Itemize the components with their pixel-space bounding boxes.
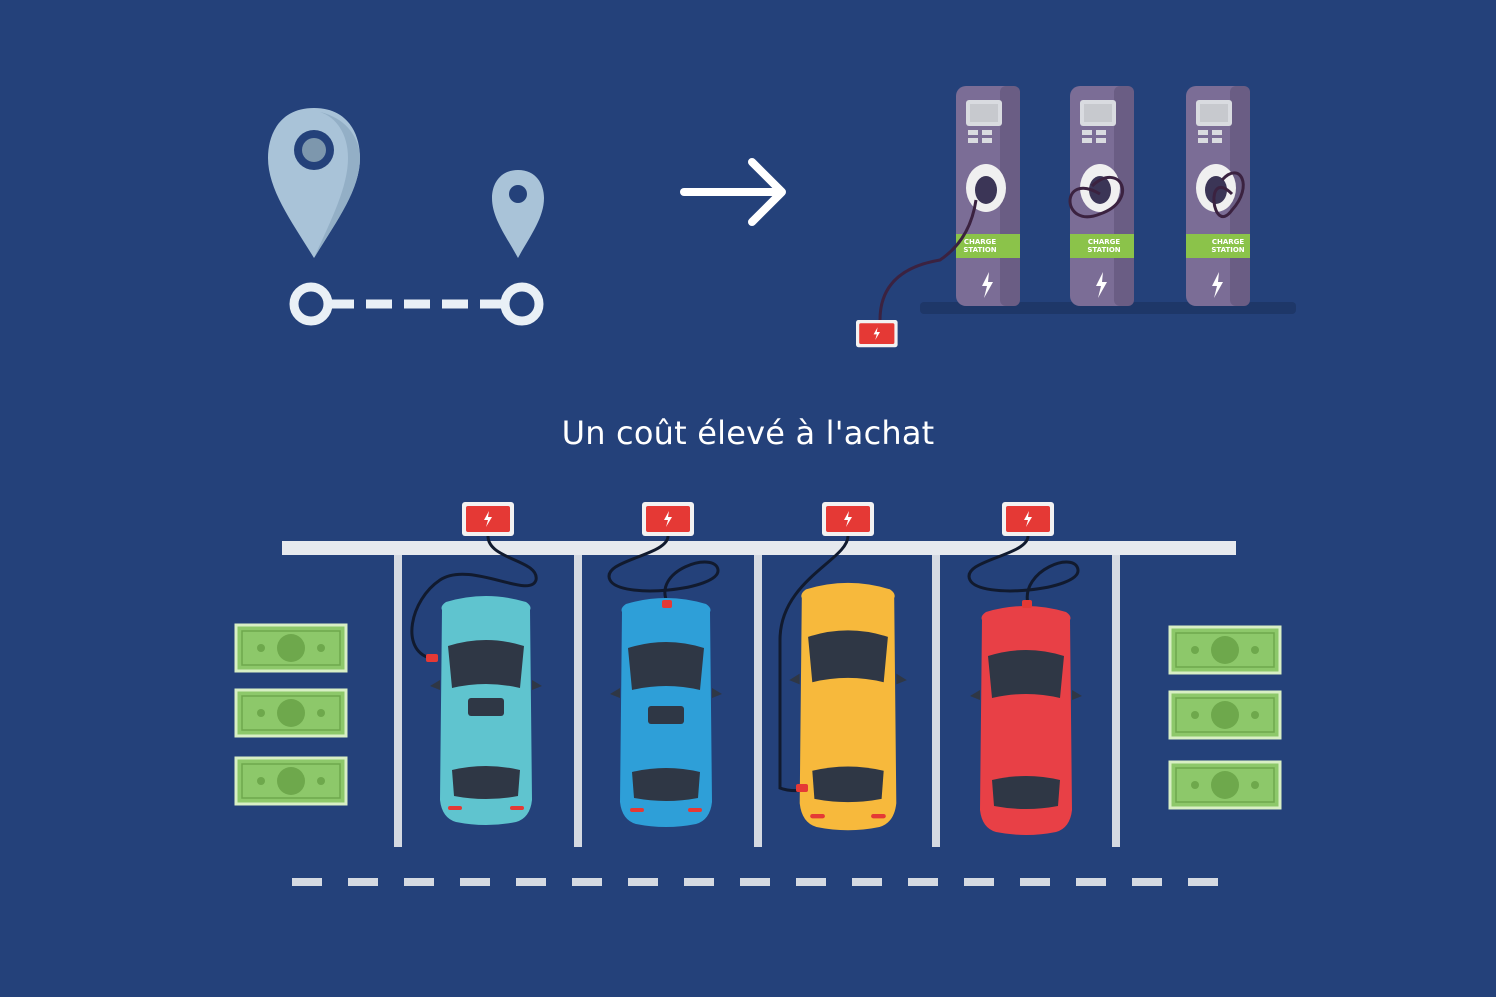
banknotes-left <box>234 623 348 806</box>
charger-icon <box>1002 502 1054 536</box>
svg-text:CHARGE: CHARGE <box>1212 238 1245 246</box>
banknote-icon <box>1168 760 1282 810</box>
banknote-icon <box>1168 625 1282 675</box>
charger-icon <box>462 502 514 536</box>
charger-icon <box>822 502 874 536</box>
charging-station-icon: CHARGE STATION <box>1070 86 1134 306</box>
svg-text:CHARGE: CHARGE <box>1088 238 1121 246</box>
banknote-icon <box>1168 690 1282 740</box>
charging-station-icon: CHARGE STATION <box>956 86 1020 306</box>
banknote-icon <box>234 623 348 673</box>
charger-icon <box>642 502 694 536</box>
location-pin-icon <box>268 108 360 258</box>
svg-text:CHARGE: CHARGE <box>964 238 997 246</box>
parking-lot <box>282 502 1236 886</box>
car-icon <box>610 598 722 827</box>
svg-text:STATION: STATION <box>1087 246 1120 254</box>
caption: Un coût élevé à l'achat <box>561 414 935 452</box>
charging-stations: CHARGE STATION CHARGE STATION CHARGE STA… <box>856 86 1296 348</box>
banknote-icon <box>234 688 348 738</box>
charger-icon <box>856 320 898 348</box>
car-icon <box>430 596 542 825</box>
charging-station-icon: CHARGE STATION <box>1186 86 1250 306</box>
banknote-icon <box>234 756 348 806</box>
svg-text:STATION: STATION <box>1211 246 1244 254</box>
car-icon <box>970 606 1082 835</box>
route-icon <box>289 282 544 326</box>
svg-text:STATION: STATION <box>963 246 996 254</box>
car-icon <box>789 582 907 831</box>
arrow-right-icon <box>680 158 786 226</box>
banknotes-right <box>1168 625 1282 810</box>
location-pin-icon <box>492 170 544 258</box>
